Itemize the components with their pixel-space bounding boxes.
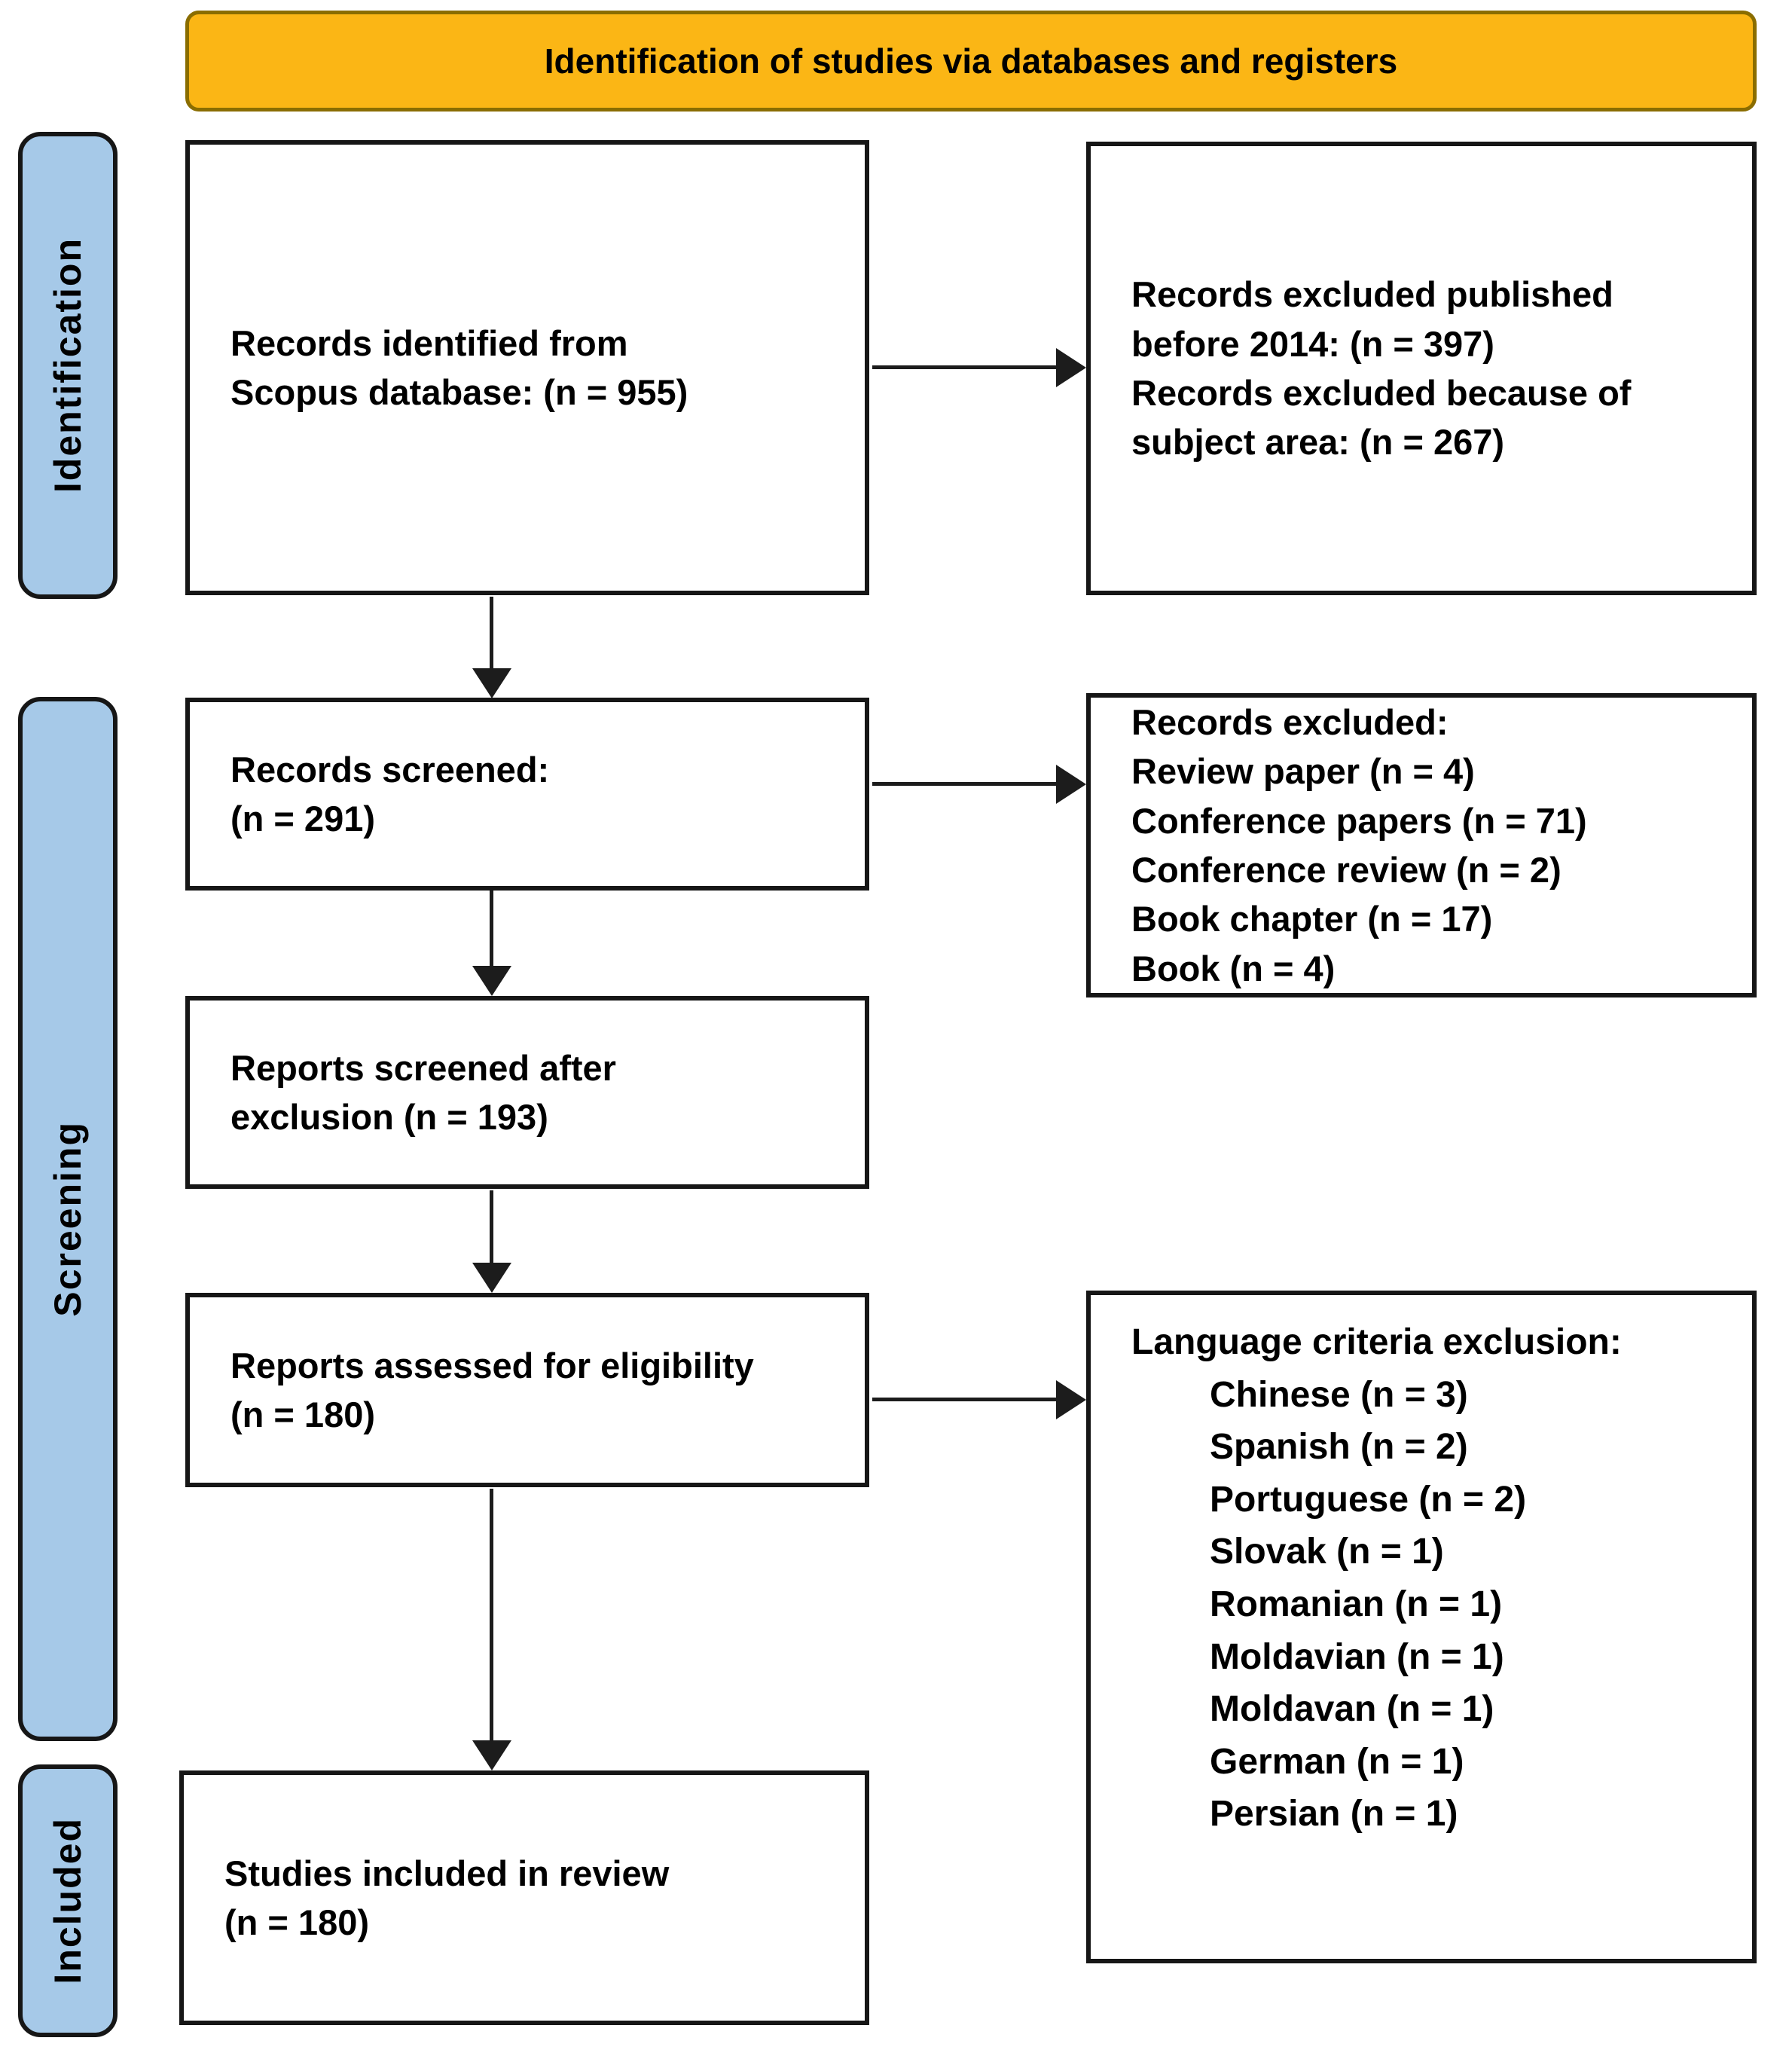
box-records-identified-text: Records identified from Scopus database:… xyxy=(230,322,688,412)
stage-label-identification: Identification xyxy=(18,132,118,599)
box-records-excluded-types: Records excluded: Review paper (n = 4) C… xyxy=(1086,693,1757,997)
banner: Identification of studies via databases … xyxy=(185,11,1757,112)
stage-label-included: Included xyxy=(18,1764,118,2037)
box-language-exclusion-title: Language criteria exclusion: xyxy=(1131,1322,1622,1362)
box-records-identified: Records identified from Scopus database:… xyxy=(185,140,869,595)
arrow-identified-to-screened xyxy=(490,597,493,668)
banner-title: Identification of studies via databases … xyxy=(544,41,1398,81)
box-reports-assessed-text: Reports assessed for eligibility (n = 18… xyxy=(230,1345,754,1434)
arrow-identified-to-excluded xyxy=(872,365,1056,369)
arrow-screened-to-reports-screened xyxy=(490,891,493,966)
arrow-reports-screened-to-assessed xyxy=(490,1190,493,1263)
stage-label-identification-text: Identification xyxy=(47,237,89,493)
box-reports-assessed: Reports assessed for eligibility (n = 18… xyxy=(185,1293,869,1487)
stage-label-screening: Screening xyxy=(18,697,118,1741)
box-language-exclusion-items: Chinese (n = 3) Spanish (n = 2) Portugue… xyxy=(1210,1374,1527,1835)
box-studies-included: Studies included in review (n = 180) xyxy=(179,1770,869,2025)
arrow-assessed-to-included xyxy=(490,1489,493,1740)
stage-label-included-text: Included xyxy=(47,1817,89,1984)
stage-label-screening-text: Screening xyxy=(47,1121,89,1317)
box-records-screened: Records screened: (n = 291) xyxy=(185,698,869,891)
box-reports-screened: Reports screened after exclusion (n = 19… xyxy=(185,996,869,1189)
box-studies-included-text: Studies included in review (n = 180) xyxy=(224,1853,670,1942)
box-records-screened-text: Records screened: (n = 291) xyxy=(230,749,550,839)
box-records-excluded-types-text: Records excluded: Review paper (n = 4) C… xyxy=(1131,702,1587,988)
box-records-excluded-pre2014-text: Records excluded published before 2014: … xyxy=(1131,274,1632,463)
box-reports-screened-text: Reports screened after exclusion (n = 19… xyxy=(230,1047,616,1137)
box-records-excluded-pre2014: Records excluded published before 2014: … xyxy=(1086,142,1757,595)
arrow-screened-to-excluded-types xyxy=(872,782,1056,786)
box-language-exclusion: Language criteria exclusion: Chinese (n … xyxy=(1086,1291,1757,1963)
arrow-assessed-to-language-exclusion xyxy=(872,1398,1056,1401)
